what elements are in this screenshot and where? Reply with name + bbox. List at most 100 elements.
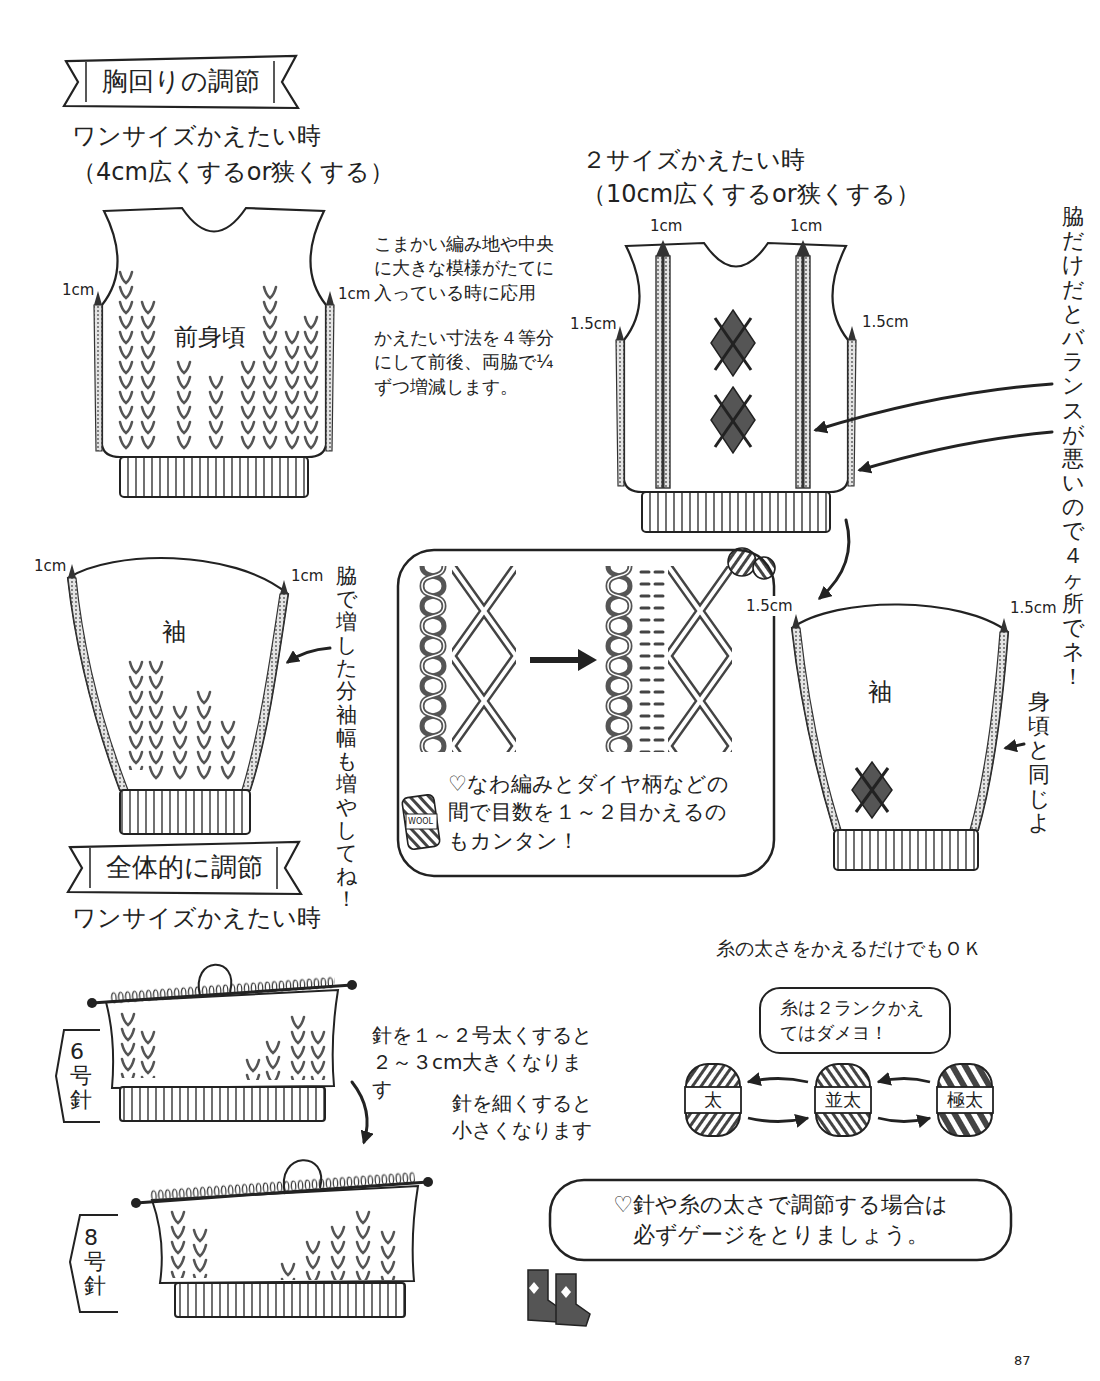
heading-holder: ２サイズかえたい時 xyxy=(582,144,805,176)
needle-size: 8号針 xyxy=(84,1226,106,1299)
heading-holder: ワンサイズかえたい時 xyxy=(72,902,321,934)
dimension-label-holder: 1cm xyxy=(62,280,94,300)
sleeveL-outline xyxy=(62,548,294,838)
pointer-arrow xyxy=(1006,744,1024,748)
pointer-arrow xyxy=(288,648,330,662)
knitting-piece xyxy=(192,1228,208,1278)
knitting-piece xyxy=(305,1240,321,1280)
arrow-connector xyxy=(878,1118,930,1122)
knitting-piece xyxy=(355,1210,371,1280)
dimension-label-holder: 1cm xyxy=(650,216,682,236)
knitting-piece xyxy=(380,1230,396,1280)
arrow-connector xyxy=(748,1118,808,1122)
heading-holder: ワンサイズかえたい時 xyxy=(72,120,321,152)
argyle-diamond xyxy=(711,310,755,376)
argyle-diamond xyxy=(715,318,751,370)
sock-icon xyxy=(529,1282,539,1294)
cable-pattern xyxy=(578,649,597,671)
argyle-diamond xyxy=(711,310,892,818)
knitting-piece xyxy=(140,1030,156,1078)
leaf-pattern xyxy=(140,300,156,450)
cable-pattern xyxy=(604,566,634,752)
dimension-label-holder: 1.5cm xyxy=(862,312,909,332)
needle-size: 6号針 xyxy=(70,1040,92,1113)
node-text: 極太 xyxy=(947,1088,983,1112)
vertical-band xyxy=(656,240,670,256)
leaf-pattern xyxy=(284,330,300,450)
leaf-pattern xyxy=(128,660,144,770)
leaf-pattern xyxy=(196,690,212,780)
knitting-piece xyxy=(199,965,232,996)
knitting-piece xyxy=(136,1182,428,1203)
sleeveR-outline xyxy=(786,590,1014,875)
vest-outline xyxy=(616,326,624,340)
vertical-note: 脇だけだとバランスが悪いので４ヶ所でネ！ xyxy=(1062,205,1084,689)
vertical-note-holder: 身頃と同じよ xyxy=(1028,690,1050,835)
vertical-note: 脇で増した分袖幅も増やしてね！ xyxy=(336,565,357,911)
knitting-piece xyxy=(170,1210,186,1278)
node-text: 袖 xyxy=(160,616,188,648)
knitting-piece xyxy=(330,1225,346,1280)
knitting-piece xyxy=(92,985,352,1003)
dimension-label: 1cm xyxy=(291,566,323,586)
knitting-piece xyxy=(120,1087,325,1121)
knitting-piece xyxy=(56,1030,100,1122)
argyle-diamond xyxy=(715,395,751,447)
knitting-piece xyxy=(290,1015,306,1080)
vest-outline xyxy=(642,492,830,532)
node-text: 並太 xyxy=(825,1088,861,1112)
leaf-pattern xyxy=(128,660,236,780)
note-text: こまかい編み地や中央に大きな模様がたてに入っている時に応用 xyxy=(374,232,566,305)
dimension-label: 1cm xyxy=(62,280,94,300)
knitting-piece xyxy=(152,1186,418,1283)
vertical-note-holder: 脇だけだとバランスが悪いので４ヶ所でネ！ xyxy=(1062,205,1084,689)
knitting-piece xyxy=(284,1160,321,1194)
vertical-band xyxy=(802,256,805,488)
yarn-decoration xyxy=(406,814,437,829)
vertical-note-holder: 脇で増した分袖幅も増やしてね！ xyxy=(336,565,357,911)
heading-holder: （10cm広くするor狭くする） xyxy=(582,178,920,210)
dimension-label-holder: 1cm xyxy=(790,216,822,236)
cable-pattern xyxy=(604,566,634,752)
leaf-pattern xyxy=(118,270,134,450)
node-text: 前身頃 xyxy=(172,321,248,353)
leaf-pattern xyxy=(262,285,278,450)
dimension-label: 1cm xyxy=(338,284,370,304)
leaf-pattern xyxy=(118,270,319,450)
vest-outline xyxy=(848,340,856,486)
page-number-holder: 87 xyxy=(1014,1352,1031,1370)
leaf-pattern xyxy=(176,360,192,450)
sleeve-piece: 袖 xyxy=(62,548,294,838)
node-text: 糸は２ランクかえてはダメヨ！ xyxy=(780,996,930,1045)
pointer-arrow xyxy=(288,384,1052,1142)
knitting-piece xyxy=(310,1030,326,1080)
knitting-piece xyxy=(380,1230,396,1280)
leaf-pattern xyxy=(284,330,300,450)
vest-outline xyxy=(624,243,848,492)
vertical-band xyxy=(796,240,810,256)
yarn-brand-holder: WOOL xyxy=(408,817,433,828)
note-text: かえたい寸法を４等分にして前後、両脇で¼ずつ増減します。 xyxy=(374,326,566,399)
sock-icon xyxy=(528,1270,590,1326)
dimension-label-holder: 1.5cm xyxy=(570,314,617,334)
knitting-piece xyxy=(423,1177,433,1187)
pointer-arrow xyxy=(352,1082,367,1142)
heading: ２サイズかえたい時 xyxy=(582,144,805,176)
note-box: ♡なわ編みとダイヤ柄などの間で目数を１～２目かえるのもカンタン！ xyxy=(396,548,776,878)
needle-size-holder: 6号針 xyxy=(70,1040,92,1113)
knitting-piece xyxy=(280,1262,296,1280)
arrow-connector xyxy=(878,1079,930,1083)
knitting-piece xyxy=(290,1015,306,1080)
knitting-piece xyxy=(265,1040,281,1080)
knitting-piece xyxy=(245,1058,261,1080)
node-text: ♡針や糸の太さで調節する場合は必ずゲージをとりましょう。 xyxy=(608,1190,953,1249)
note-text-holder: 針を細くすると小さくなります xyxy=(452,1090,600,1144)
dimension-label: 1.5cm xyxy=(1010,598,1057,618)
yarn-decoration xyxy=(402,794,441,850)
vest-outline xyxy=(616,243,856,532)
yarn-ball: 極太 xyxy=(934,1062,996,1138)
leaf-pattern xyxy=(148,660,164,780)
round-outline xyxy=(548,1178,1013,1262)
sleeve-piece: 袖 xyxy=(786,590,1014,875)
